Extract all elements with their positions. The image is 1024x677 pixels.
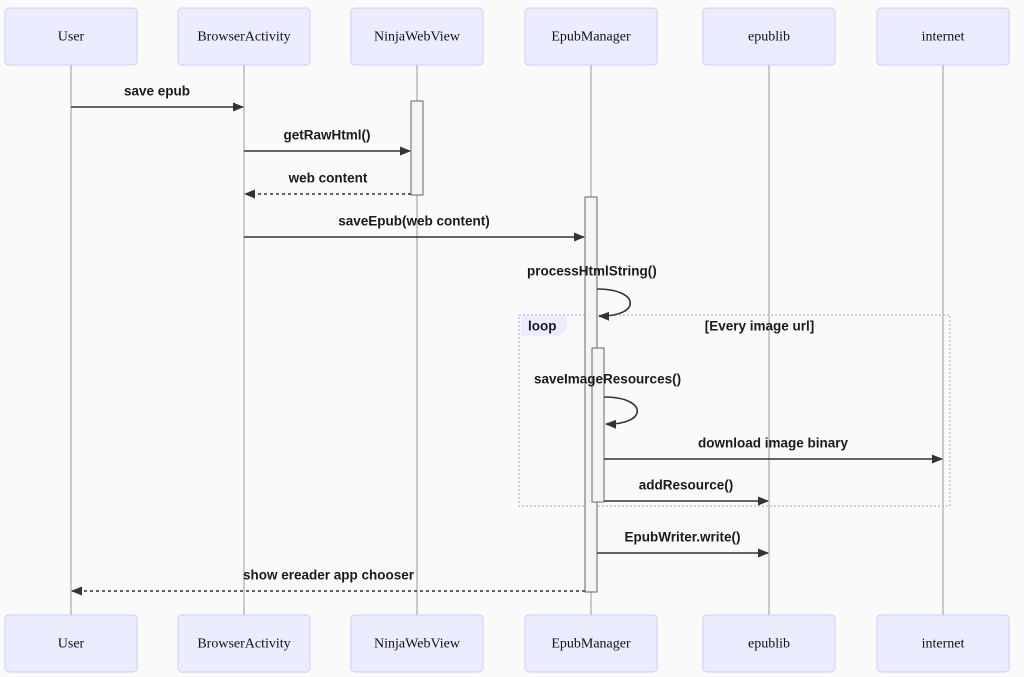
participant-box[interactable]	[524, 614, 658, 673]
message-label: show ereader app chooser	[243, 568, 415, 583]
message-label: save epub	[124, 84, 190, 99]
participant-box[interactable]	[702, 614, 836, 673]
fragment-tag-label: loop	[528, 319, 557, 334]
message-m1: save epub	[71, 84, 245, 112]
message-label: web content	[288, 171, 368, 186]
participant-label: internet	[922, 637, 965, 652]
participants-top-layer: User BrowserActivity NinjaWebView EpubManag…	[4, 7, 1010, 66]
message-label: saveEpub(web content)	[338, 214, 490, 229]
lifelines-layer	[70, 65, 944, 615]
message-label: processHtmlString()	[527, 264, 657, 279]
message-m7: download image binary	[604, 436, 944, 464]
activations-layer	[410, 100, 605, 593]
message-self-loop-path	[596, 288, 631, 321]
activation-bar-epubmanager	[591, 347, 605, 503]
participant-box[interactable]	[177, 7, 311, 66]
participant-epublib-top[interactable]: epublib	[702, 7, 836, 66]
participant-label: EpubManager	[551, 30, 631, 45]
participant-box[interactable]	[4, 7, 138, 66]
participant-label: NinjaWebView	[374, 637, 461, 652]
fragment-condition-label: [Every image url]	[705, 319, 815, 334]
participant-epublib-bottom[interactable]: epublib	[702, 614, 836, 673]
participant-internet-bottom[interactable]: internet	[876, 614, 1010, 673]
participants-bottom-layer: User BrowserActivity NinjaWebView EpubManag…	[4, 614, 1010, 673]
participant-box[interactable]	[350, 7, 484, 66]
message-label: download image binary	[698, 436, 849, 451]
message-m3: web content	[243, 171, 411, 199]
participant-browseractivity-bottom[interactable]: BrowserActivity	[177, 614, 311, 673]
participant-ninjawebview-bottom[interactable]: NinjaWebView	[350, 614, 484, 673]
message-label: saveImageResources()	[534, 372, 681, 387]
fragment-frame	[518, 314, 951, 507]
fragments-layer: loop [Every image url]	[518, 314, 951, 507]
participant-epubmanager-top[interactable]: EpubManager	[524, 7, 658, 66]
participant-box[interactable]	[876, 614, 1010, 673]
activation-bar-ninjawebview	[410, 100, 424, 196]
participant-label: epublib	[748, 637, 790, 652]
fragment-loop-every-image-url: loop [Every image url]	[518, 314, 951, 507]
participant-label: User	[58, 30, 85, 45]
message-m6: saveImageResources()	[534, 372, 681, 429]
participant-user-top[interactable]: User	[4, 7, 138, 66]
message-m8: addResource()	[604, 478, 770, 506]
participant-box[interactable]	[876, 7, 1010, 66]
participant-label: internet	[922, 30, 965, 45]
participant-label: BrowserActivity	[197, 637, 290, 652]
participant-ninjawebview-top[interactable]: NinjaWebView	[350, 7, 484, 66]
message-m10: show ereader app chooser	[70, 568, 585, 596]
messages-layer: save epub getRawHtml() web content saveEpub…	[70, 84, 944, 596]
participant-epubmanager-bottom[interactable]: EpubManager	[524, 614, 658, 673]
message-m9: EpubWriter.write()	[597, 530, 770, 558]
participant-internet-top[interactable]: internet	[876, 7, 1010, 66]
participant-label: User	[58, 637, 85, 652]
participant-label: epublib	[748, 30, 790, 45]
message-label: addResource()	[639, 478, 734, 493]
participant-box[interactable]	[702, 7, 836, 66]
participant-box[interactable]	[177, 614, 311, 673]
message-label: getRawHtml()	[284, 128, 371, 143]
participant-box[interactable]	[524, 7, 658, 66]
message-label: EpubWriter.write()	[624, 530, 740, 545]
participant-user-bottom[interactable]: User	[4, 614, 138, 673]
participant-browseractivity-top[interactable]: BrowserActivity	[177, 7, 311, 66]
participant-label: BrowserActivity	[197, 30, 290, 45]
participant-box[interactable]	[350, 614, 484, 673]
message-self-loop-path	[603, 396, 638, 429]
message-m5: processHtmlString()	[527, 264, 657, 321]
message-m2: getRawHtml()	[244, 128, 412, 156]
participant-label: NinjaWebView	[374, 30, 461, 45]
fragment-tag-background	[521, 316, 567, 336]
message-m4: saveEpub(web content)	[244, 214, 586, 242]
participant-label: EpubManager	[551, 637, 631, 652]
participant-box[interactable]	[4, 614, 138, 673]
